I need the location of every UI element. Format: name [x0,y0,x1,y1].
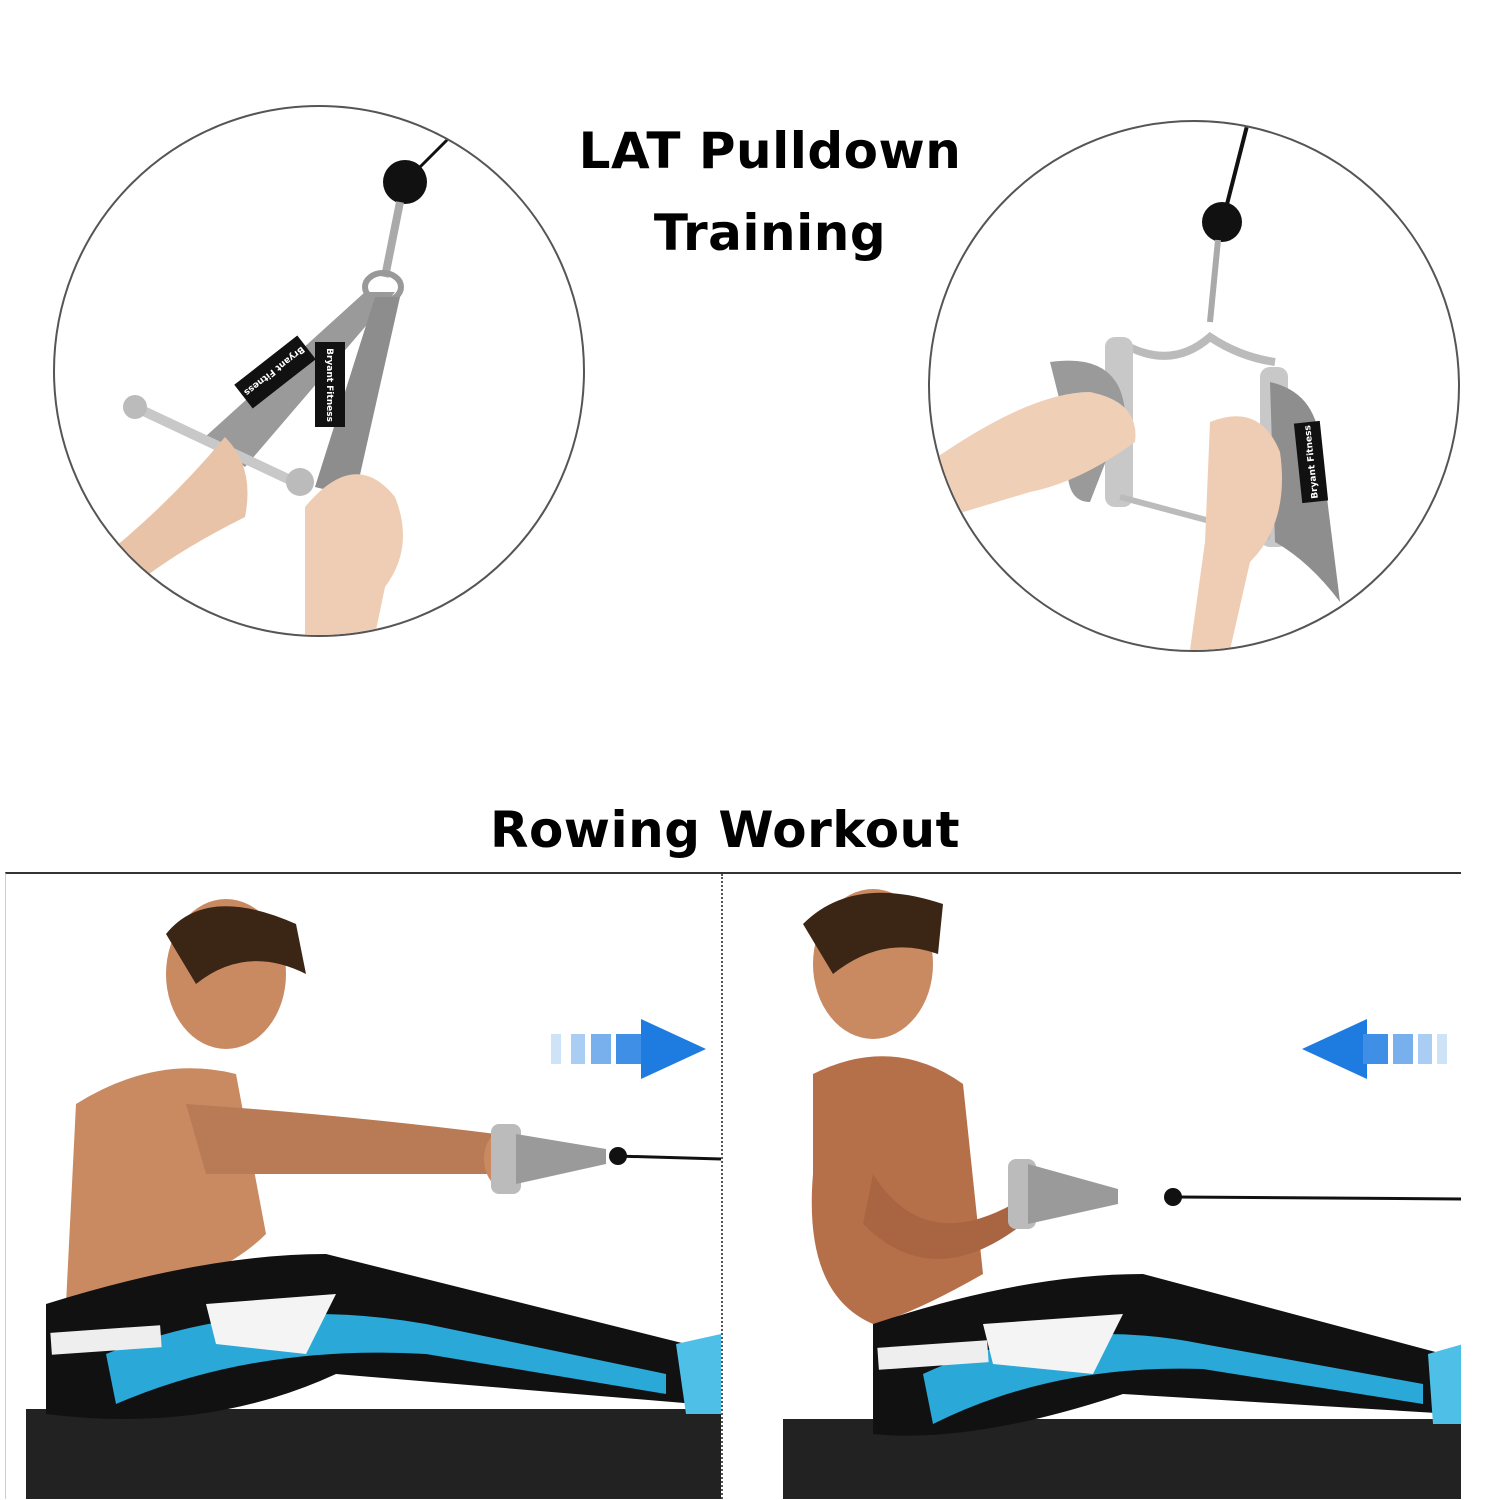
cable-stopper-ball [383,160,427,204]
brand-logo-text: Bryant Fitness [324,348,334,422]
rowing-workout-panel [5,872,1461,1499]
strap-brand-label-right: Bryant Fitness [315,342,345,427]
arrow-right-icon [551,1019,706,1079]
arrow-left-icon [1302,1019,1447,1079]
bench [26,1409,721,1499]
strap-brand-label: Bryant Fitness [1293,420,1329,504]
lat-pulldown-title-line1: LAT Pulldown [578,122,962,180]
rowing-pulled-illustration [783,889,1461,1499]
lat-pulldown-title: LAT Pulldown Training [560,110,980,274]
lat-pulldown-title-line2: Training [653,204,887,262]
rowing-workout-title: Rowing Workout [489,801,961,859]
lat-pulldown-photo-triangle-handle: Bryant Fitness Bryant Fitness [53,105,585,637]
rowing-extended-illustration [26,899,721,1499]
panel-divider [721,874,723,1499]
lat-pulldown-photo-bar-handle: Bryant Fitness [928,120,1460,652]
